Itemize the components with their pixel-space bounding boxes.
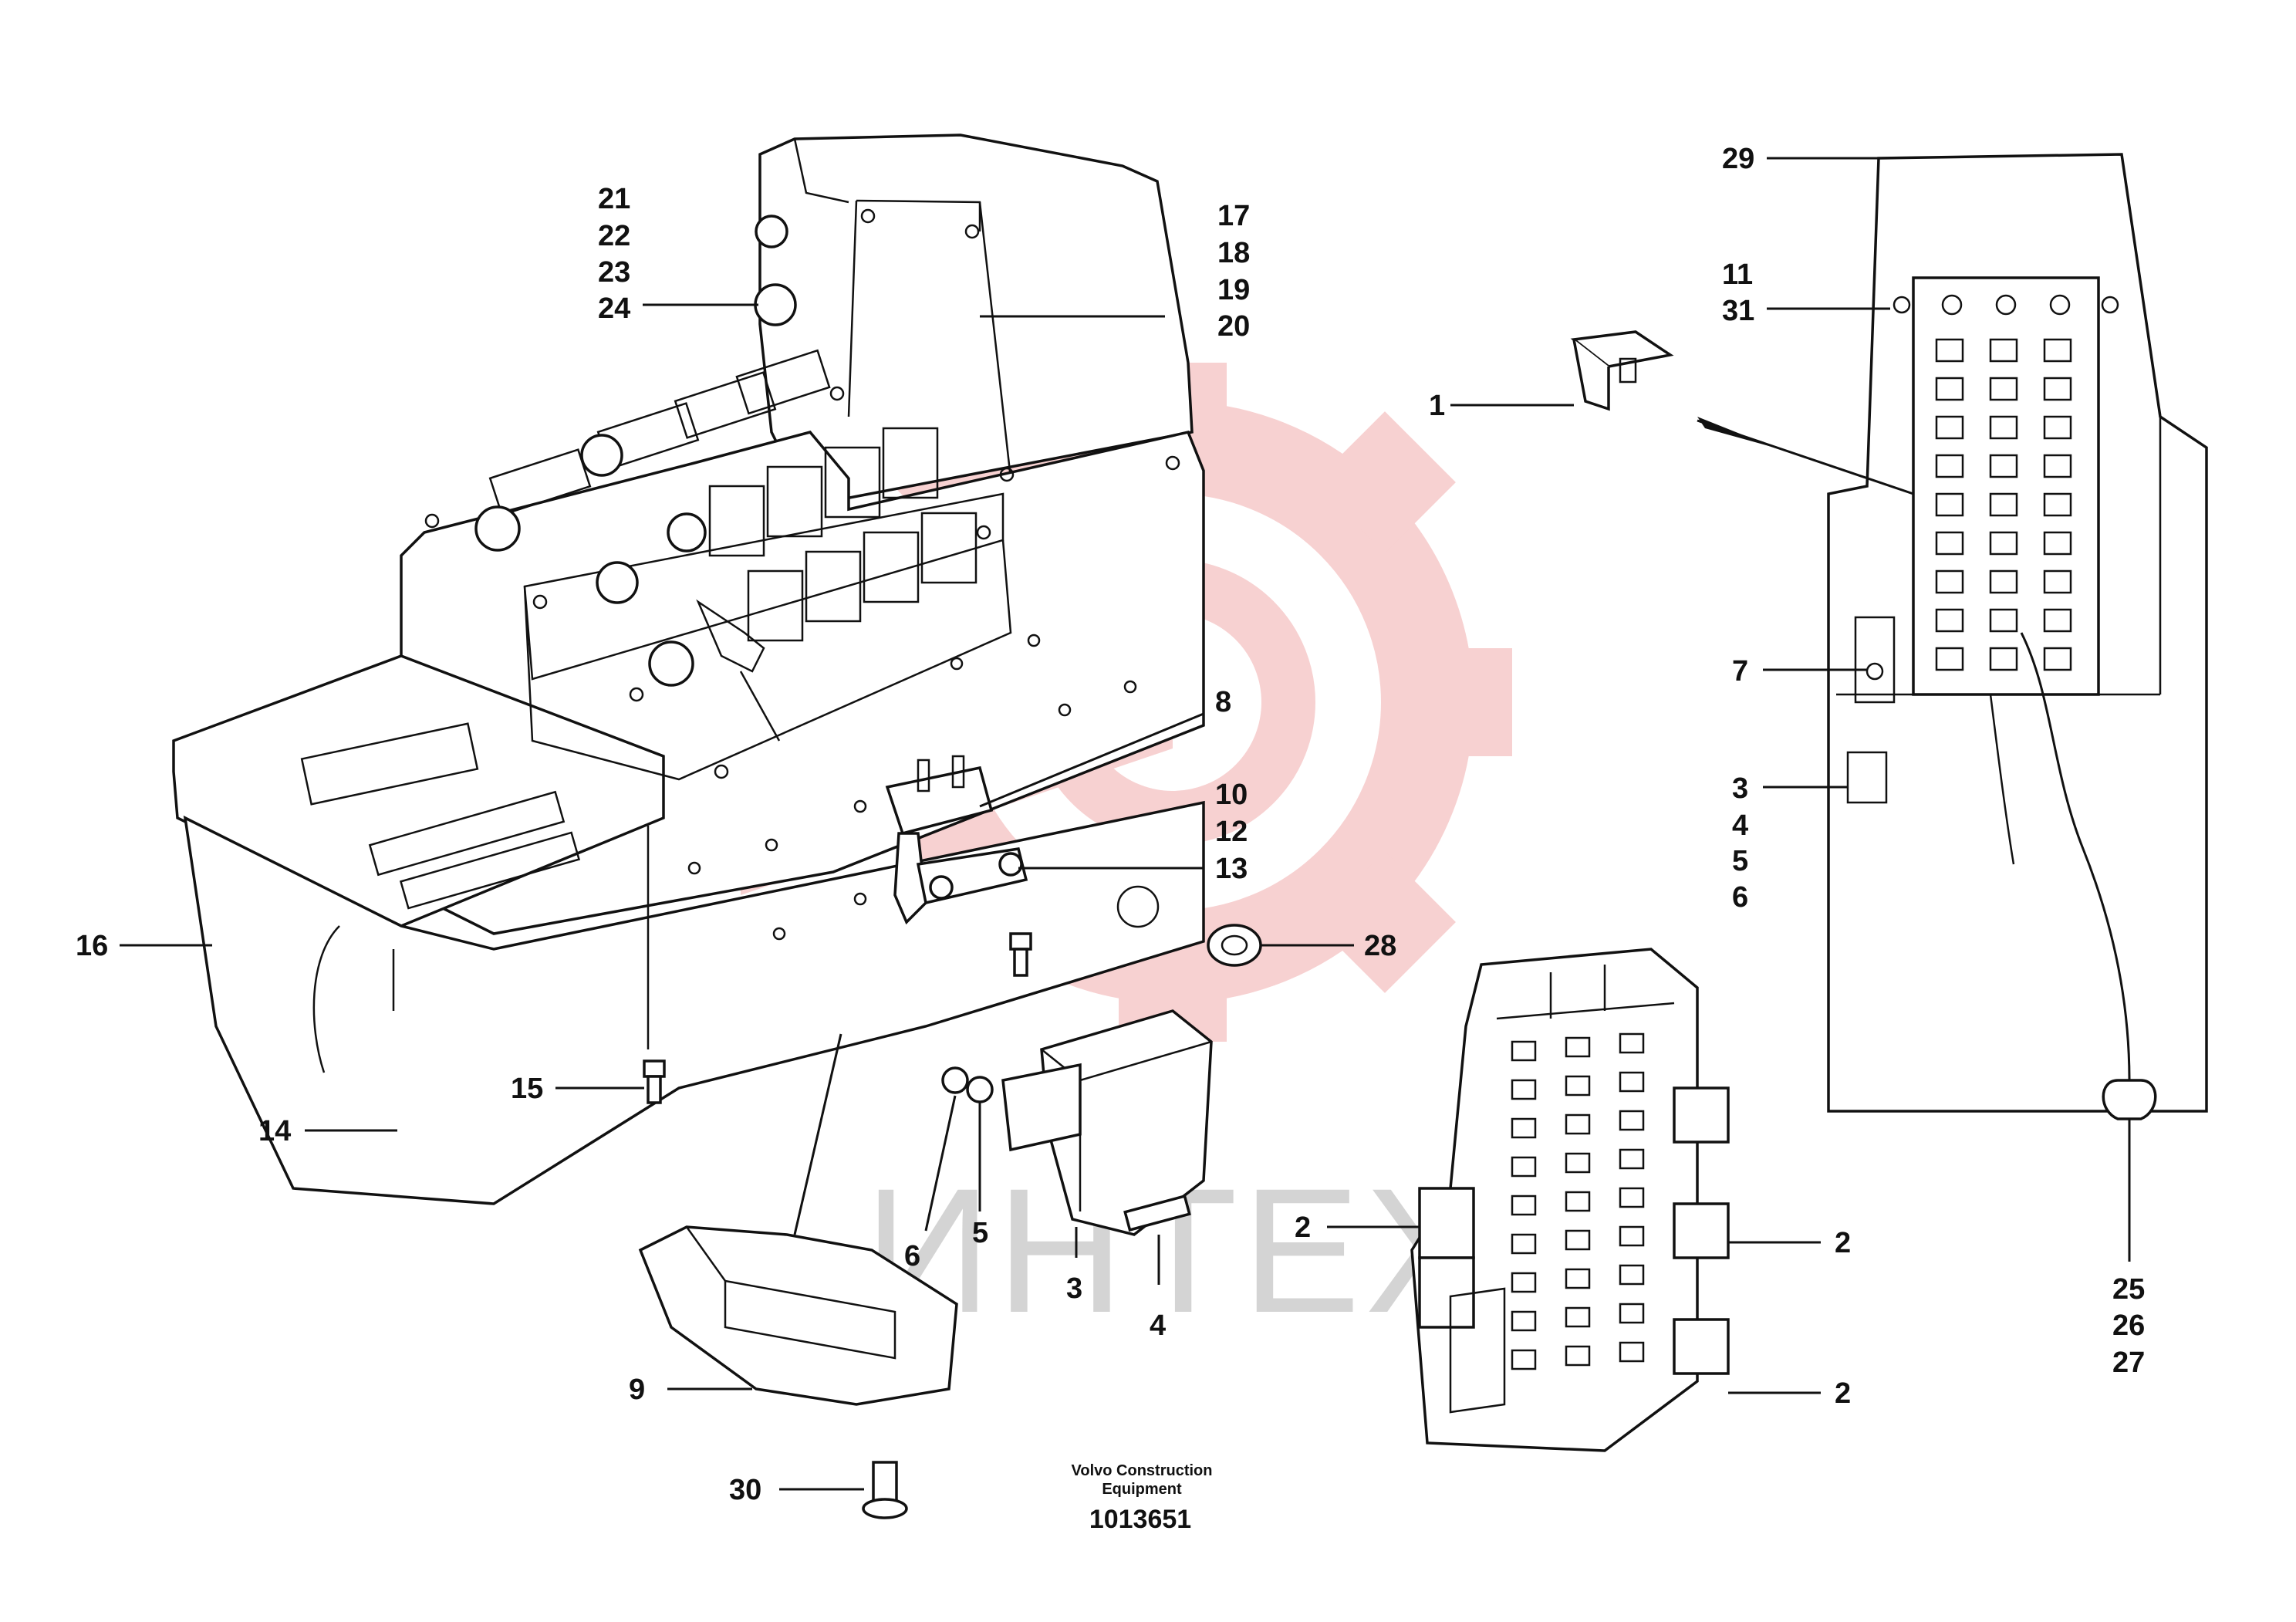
callout-7: 7 [1732, 655, 1748, 688]
callout-22: 22 [598, 220, 630, 252]
callout-2-lower-right: 2 [1835, 1377, 1851, 1410]
callout-6-right: 6 [1732, 881, 1748, 914]
electrical-panel [1697, 153, 2208, 1120]
callout-18: 18 [1217, 237, 1250, 269]
callout-11: 11 [1722, 259, 1753, 291]
caption-number: 1013651 [1089, 1505, 1191, 1534]
caption-line2: Equipment [1102, 1481, 1182, 1498]
callout-25: 25 [2112, 1273, 2145, 1306]
grommet [1207, 924, 1262, 967]
diagram-caption: Volvo Construction Equipment 1013651 [1072, 1462, 1213, 1534]
bolt-center [1009, 932, 1032, 977]
callout-10: 10 [1215, 779, 1248, 811]
callout-1: 1 [1429, 390, 1445, 422]
bolt-30 [862, 1461, 908, 1519]
callout-31: 31 [1722, 295, 1754, 327]
callout-6: 6 [904, 1240, 920, 1272]
callout-9: 9 [629, 1374, 645, 1406]
fuse-box-assembly [1410, 948, 1730, 1452]
relay-block [941, 1009, 1213, 1236]
callout-5-right: 5 [1732, 845, 1748, 877]
callout-15: 15 [511, 1073, 543, 1105]
callout-26: 26 [2112, 1309, 2145, 1342]
callout-4-right: 4 [1732, 809, 1748, 842]
callout-29: 29 [1722, 143, 1754, 175]
callout-19: 19 [1217, 274, 1250, 306]
cover-9 [638, 1033, 958, 1406]
callout-13: 13 [1215, 853, 1248, 885]
callout-8: 8 [1215, 686, 1231, 718]
callout-24: 24 [598, 292, 630, 325]
callout-21: 21 [598, 183, 630, 215]
callout-17: 17 [1217, 200, 1250, 232]
callout-2-upper-right: 2 [1835, 1227, 1851, 1259]
callout-12: 12 [1215, 816, 1248, 848]
callout-28: 28 [1364, 930, 1396, 962]
callout-2-left: 2 [1295, 1211, 1311, 1244]
callout-30: 30 [729, 1474, 761, 1506]
callout-3: 3 [1066, 1272, 1082, 1305]
callout-labels: 21 22 23 24 17 18 19 20 29 11 31 1 7 3 4… [76, 143, 2145, 1506]
callout-27: 27 [2112, 1347, 2145, 1379]
blade-fuse [1570, 330, 1674, 411]
callout-3-right: 3 [1732, 772, 1748, 805]
callout-5: 5 [972, 1217, 988, 1249]
bolt-15 [643, 1059, 666, 1104]
caption-line1: Volvo Construction [1072, 1462, 1213, 1479]
leader-lines [120, 157, 2131, 1491]
callout-14: 14 [258, 1115, 291, 1147]
relay-bracket [885, 755, 1028, 925]
callout-23: 23 [598, 256, 630, 289]
callout-20: 20 [1217, 310, 1250, 343]
callout-4: 4 [1150, 1309, 1166, 1342]
console-housing [172, 133, 1205, 1205]
callout-16: 16 [76, 930, 108, 962]
